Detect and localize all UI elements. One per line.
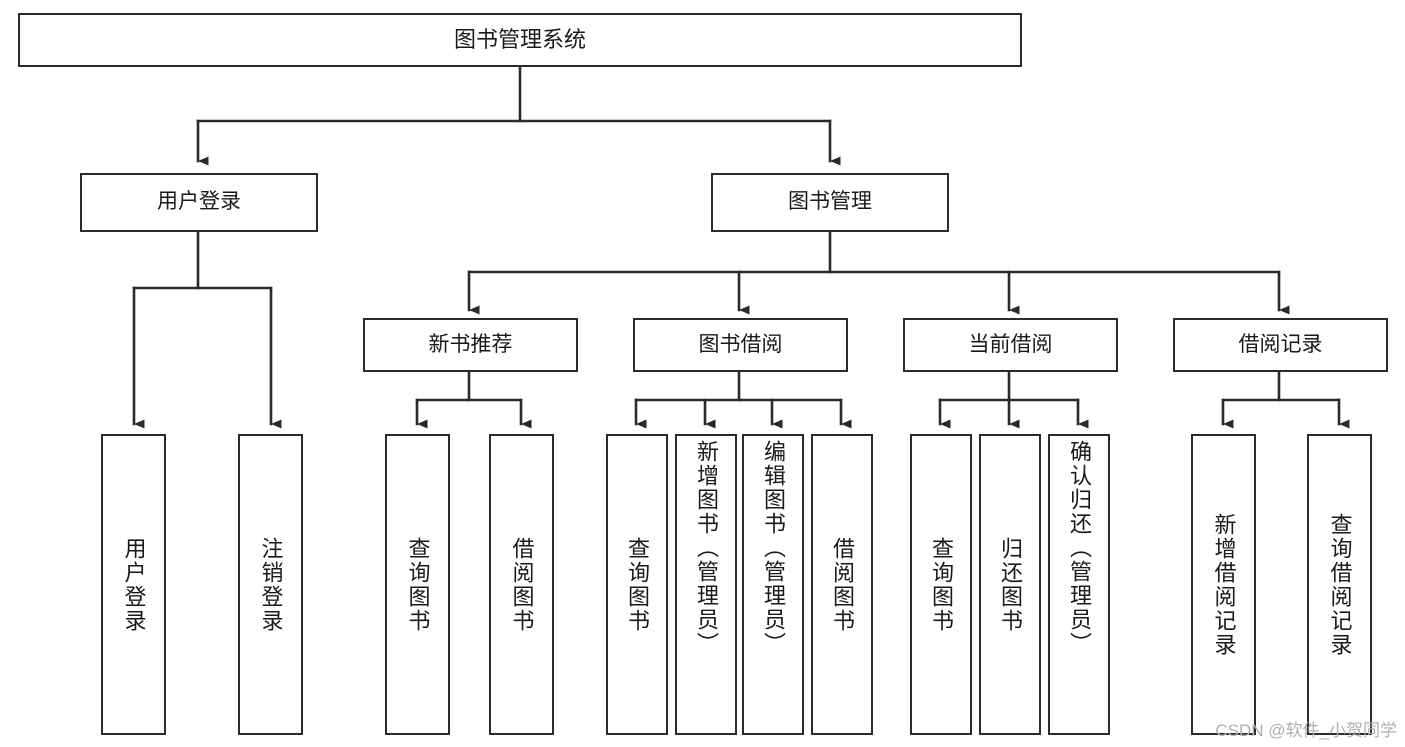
node-label: 查询借阅记录 (1327, 512, 1353, 657)
node-leaf-newbook-query-book[interactable]: 查询图书 (385, 434, 450, 735)
node-leaf-current-confirm-return-admin[interactable]: 确认归还（管理员） (1048, 434, 1110, 735)
node-label: 编辑图书（管理员） (761, 440, 786, 656)
node-label: 归还图书 (998, 536, 1023, 633)
node-book-borrow[interactable]: 图书借阅 (633, 318, 848, 372)
node-new-book-recommend[interactable]: 新书推荐 (363, 318, 578, 372)
node-label: 新增借阅记录 (1211, 512, 1237, 657)
node-label: 借阅记录 (1238, 332, 1323, 356)
node-leaf-borrow-borrow-book[interactable]: 借阅图书 (811, 434, 873, 735)
node-label: 注销登录 (258, 536, 284, 633)
node-leaf-current-query-book[interactable]: 查询图书 (910, 434, 972, 735)
node-leaf-borrow-add-book-admin[interactable]: 新增图书（管理员） (675, 434, 737, 735)
node-label: 新书推荐 (428, 332, 513, 356)
node-label: 借阅图书 (830, 536, 855, 633)
node-leaf-current-return-book[interactable]: 归还图书 (979, 434, 1041, 735)
node-leaf-borrow-edit-book-admin[interactable]: 编辑图书（管理员） (742, 434, 804, 735)
node-label: 确认归还（管理员） (1067, 440, 1092, 656)
node-leaf-newbook-borrow-book[interactable]: 借阅图书 (489, 434, 554, 735)
node-label: 图书管理 (788, 190, 872, 214)
node-label: 新增图书（管理员） (694, 440, 719, 656)
node-label: 查询图书 (625, 536, 650, 633)
node-leaf-record-add-record[interactable]: 新增借阅记录 (1191, 434, 1256, 735)
node-current-borrow[interactable]: 当前借阅 (903, 318, 1118, 372)
node-label: 用户登录 (157, 190, 241, 214)
node-label: 图书管理系统 (453, 27, 586, 53)
watermark-text: CSDN @软件_小贺同学 (1215, 721, 1397, 740)
node-leaf-user-login-login[interactable]: 用户登录 (101, 434, 166, 735)
node-leaf-borrow-query-book[interactable]: 查询图书 (606, 434, 668, 735)
node-leaf-record-query-record[interactable]: 查询借阅记录 (1307, 434, 1372, 735)
node-book-management[interactable]: 图书管理 (711, 173, 949, 232)
node-leaf-user-login-logout[interactable]: 注销登录 (238, 434, 303, 735)
node-root-book-management-system[interactable]: 图书管理系统 (18, 13, 1022, 67)
node-user-login[interactable]: 用户登录 (80, 173, 318, 232)
node-label: 图书借阅 (698, 332, 783, 356)
node-label: 当前借阅 (968, 332, 1053, 356)
node-label: 查询图书 (405, 536, 431, 633)
node-label: 借阅图书 (509, 536, 535, 633)
node-label: 查询图书 (929, 536, 954, 633)
node-label: 用户登录 (121, 536, 147, 633)
node-borrow-record[interactable]: 借阅记录 (1173, 318, 1388, 372)
